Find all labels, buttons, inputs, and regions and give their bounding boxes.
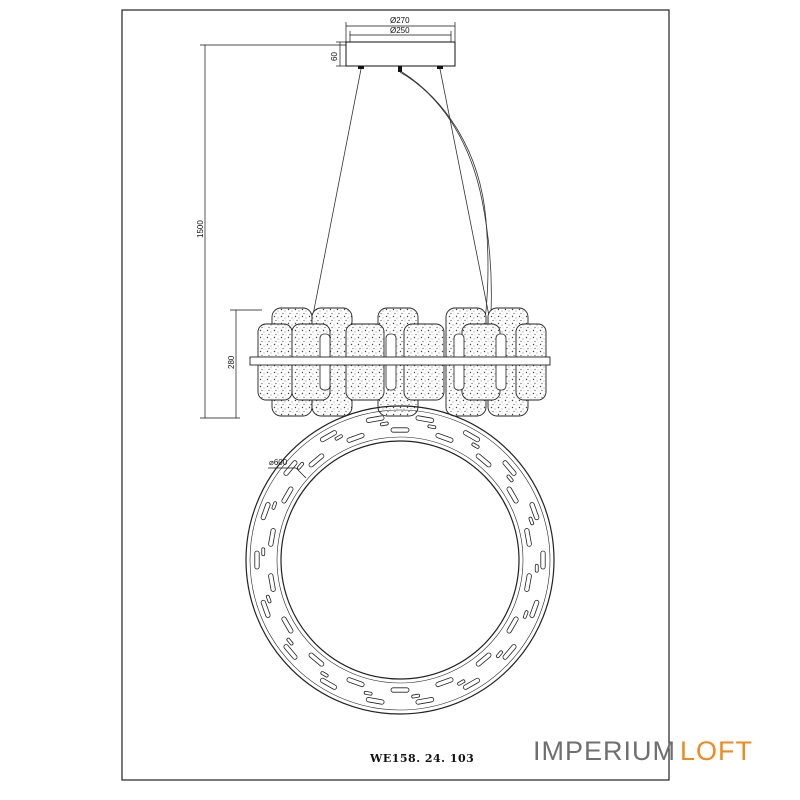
canopy-height-label: 60	[330, 52, 339, 61]
ring-slot	[435, 432, 454, 443]
ring-connector	[379, 421, 389, 427]
chandelier-front-view	[249, 307, 551, 417]
ring-slot	[463, 430, 480, 443]
ring-slot	[463, 677, 480, 690]
ring-connector	[506, 474, 514, 483]
ring-slot	[524, 573, 532, 592]
body-height-label: 280	[227, 355, 236, 369]
ring-slot	[308, 652, 325, 667]
ring-slot	[260, 599, 271, 618]
ring-slot	[283, 460, 298, 476]
ring-connector	[271, 501, 278, 510]
ring-slot	[254, 550, 260, 570]
ring-diameter-leader	[268, 467, 307, 479]
ring-connector	[411, 693, 421, 699]
ring-slot	[260, 502, 271, 521]
ring-connector	[522, 610, 529, 619]
ring-slot	[475, 652, 492, 667]
ring-slot	[283, 644, 298, 660]
suspension-cables	[304, 68, 498, 357]
ring-slot	[475, 453, 492, 468]
ring-slot	[524, 528, 532, 547]
ring-slot	[346, 432, 365, 443]
ring-slot	[390, 427, 410, 433]
ring-connector	[427, 424, 437, 430]
ring-slot	[308, 453, 325, 468]
brand-logo: IMPERIUM LOFT	[533, 736, 753, 766]
ring-connector	[320, 671, 329, 678]
ring-connector	[334, 434, 343, 441]
ring-slot	[320, 677, 337, 690]
ring-slot	[435, 677, 454, 688]
chandelier-top-view	[245, 405, 555, 715]
ring-connector	[265, 594, 272, 604]
ring-connector	[363, 690, 373, 696]
ring-slot	[502, 644, 517, 660]
drawing-border	[121, 9, 670, 781]
ring-connector	[534, 563, 539, 573]
ring-connector	[457, 679, 466, 686]
brand-logo-part2: LOFT	[680, 736, 753, 766]
ring-slot	[415, 415, 435, 423]
ring-slot	[268, 573, 276, 592]
ring-slot	[281, 616, 294, 634]
ring-connector	[297, 461, 305, 470]
ring-slot	[529, 599, 540, 618]
ring-slot	[365, 697, 385, 705]
ring-slot	[268, 528, 276, 547]
ring-slot	[529, 502, 540, 521]
ring-slot	[502, 460, 517, 476]
ring-connector	[471, 442, 480, 449]
total-height-label: 1500	[196, 220, 205, 238]
canopy-outer-diameter-label: Ø270	[390, 16, 410, 25]
ring-slot	[540, 550, 546, 570]
brand-logo-part1: IMPERIUM	[533, 736, 676, 766]
canopy-inner-diameter-label: Ø250	[390, 26, 410, 35]
ring-slot	[506, 616, 519, 634]
ring-slot	[365, 415, 385, 423]
ring-connector	[495, 650, 503, 659]
ring-slot	[506, 486, 519, 504]
ring-slot	[346, 677, 365, 688]
ring-connector	[286, 637, 294, 646]
ring-slot	[415, 697, 435, 705]
model-number: WE158. 24. 103	[369, 752, 474, 765]
ring-diameter-label: ⌀600	[269, 458, 288, 467]
canopy	[345, 41, 456, 72]
ring-slot	[281, 486, 294, 504]
ring-slot	[390, 687, 410, 693]
canopy-dimension-lines	[200, 22, 456, 419]
ring-connector	[528, 516, 535, 526]
ring-connector	[261, 547, 266, 557]
ring-slot	[320, 430, 337, 443]
